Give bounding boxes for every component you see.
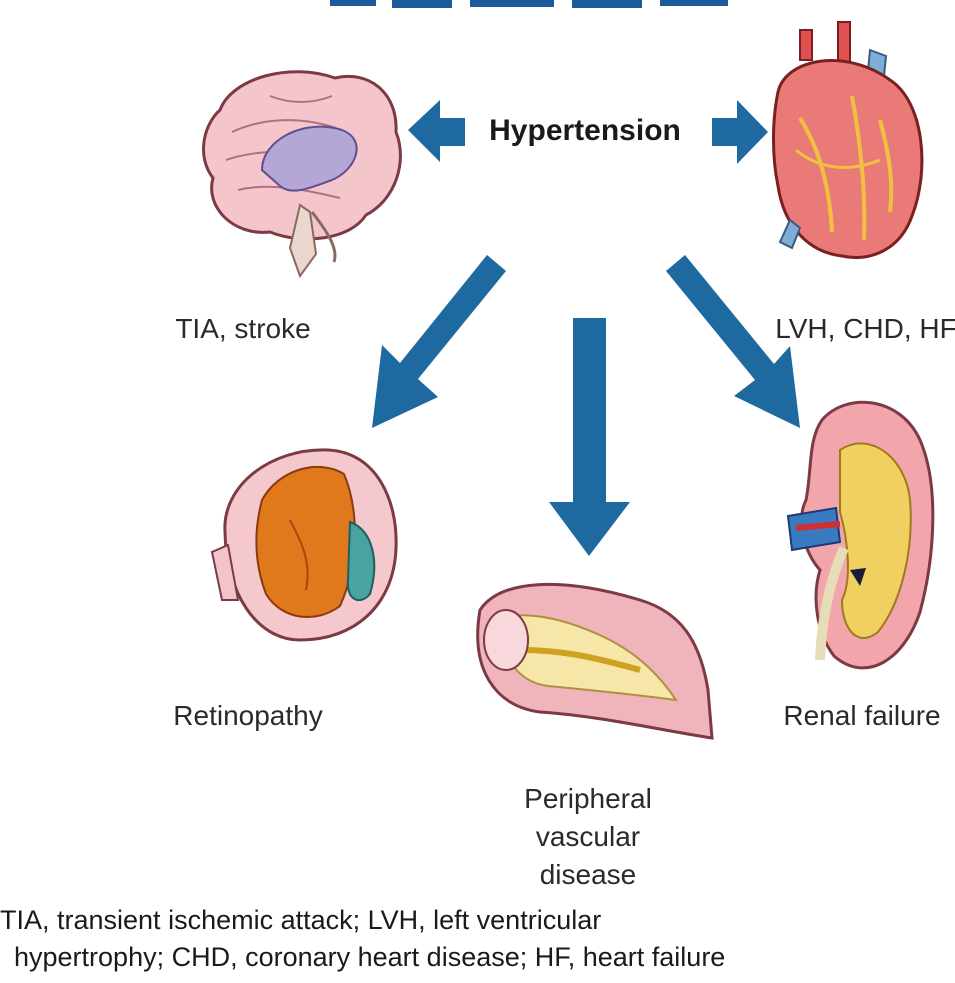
arrow-to-eye [372, 255, 506, 428]
label-peripheral: Peripheral [524, 783, 652, 814]
label-tia-stroke: TIA, stroke [175, 313, 310, 344]
title-fragment [330, 0, 728, 8]
center-label-hypertension: Hypertension [489, 114, 681, 147]
label-retinopathy: Retinopathy [173, 700, 322, 731]
footnote-line-1: TIA, transient ischemic attack; LVH, lef… [0, 902, 955, 939]
brain-icon [204, 72, 401, 276]
heart-icon [774, 22, 922, 257]
arrow-to-heart [712, 100, 768, 164]
label-lvh-chd-hf: LVH, CHD, HF [775, 313, 955, 344]
footnote: TIA, transient ischemic attack; LVH, lef… [0, 902, 955, 976]
vessel-icon [478, 584, 712, 738]
label-renal-failure: Renal failure [783, 700, 940, 731]
arrow-to-brain [408, 100, 465, 162]
label-vascular: vascular [536, 821, 640, 852]
footnote-line-2: hypertrophy; CHD, coronary heart disease… [0, 939, 955, 976]
eye-icon [212, 450, 396, 640]
kidney-icon [788, 402, 933, 668]
arrow-to-vessel [549, 318, 630, 556]
label-disease: disease [540, 859, 637, 890]
